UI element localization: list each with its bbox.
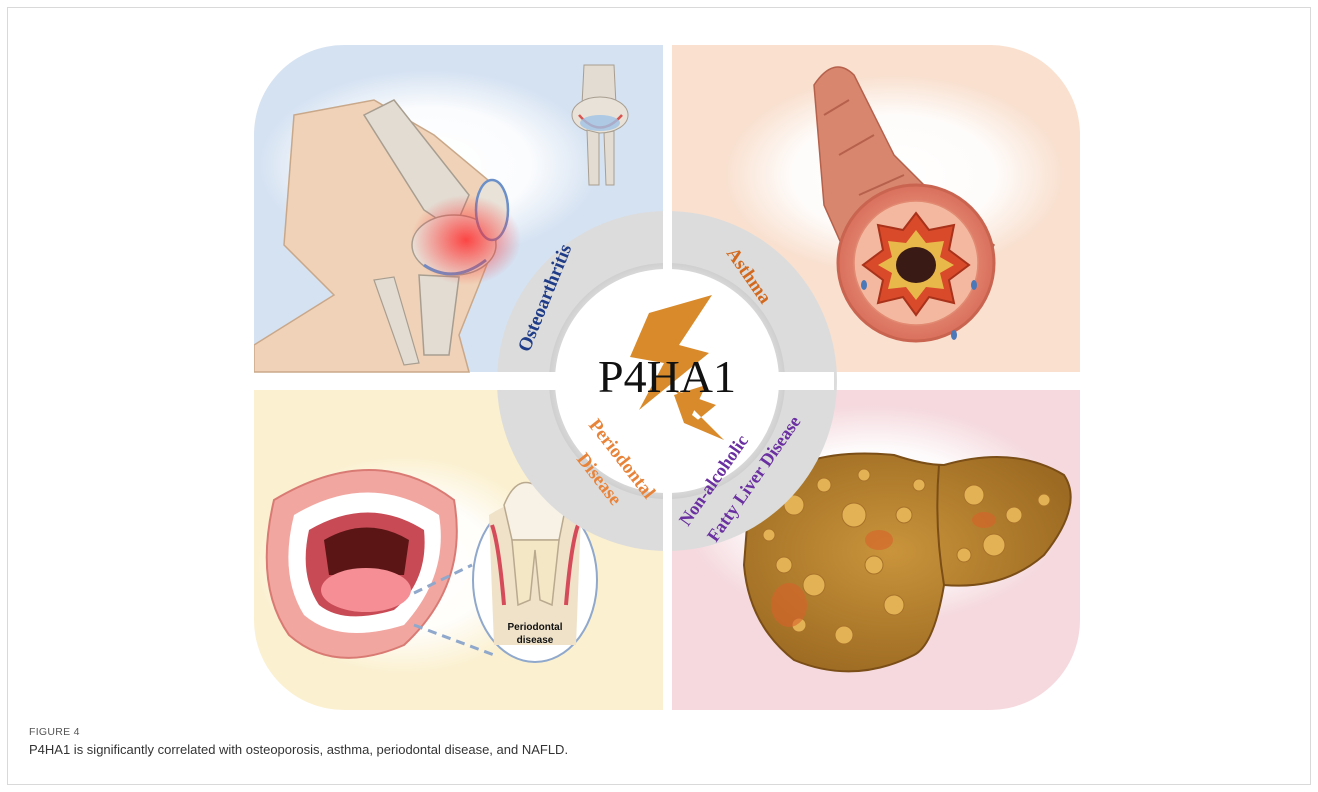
inset-label-line1: Periodontal [507,622,562,633]
center-label-p4ha1: P4HA1 [598,351,736,402]
figure-label: FIGURE 4 [29,726,80,738]
figure-caption: P4HA1 is significantly correlated with o… [29,742,568,757]
figure-illustration: Periodontal disease P4HA1 [254,45,1080,710]
inset-label-line2: disease [517,635,554,646]
